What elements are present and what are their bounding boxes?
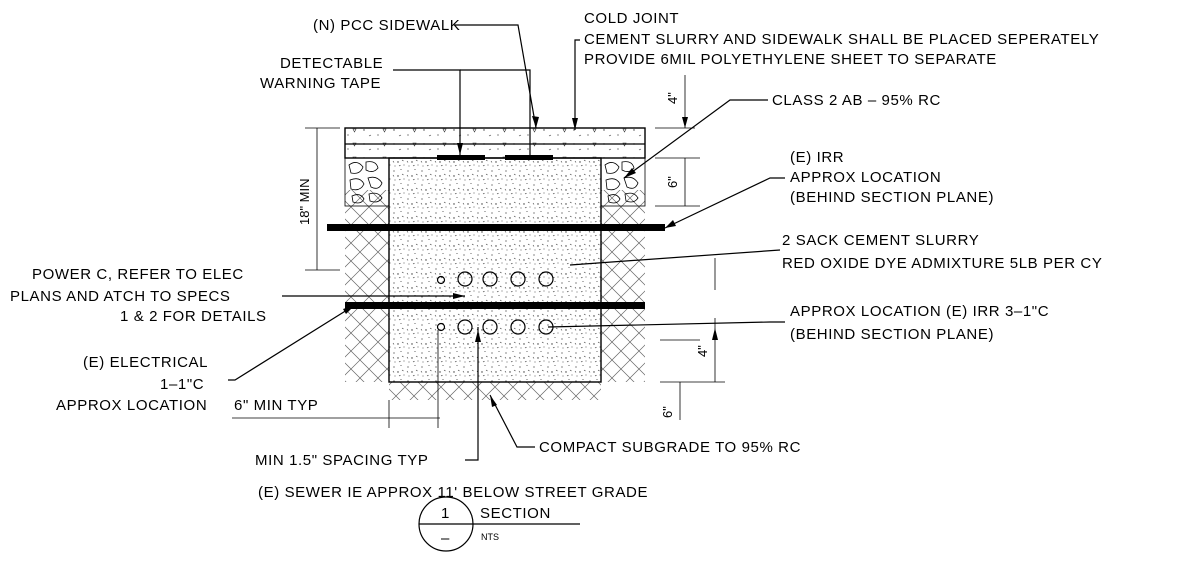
label-power: POWER C, REFER TO ELEC [32,266,244,283]
label-irr: (E) IRR [790,149,844,166]
label-warning-tape: DETECTABLE [280,55,383,72]
conduit-2 [482,271,498,287]
conduit-5 [457,319,473,335]
dimension-lines [232,75,725,428]
label-irr-line3: (BEHIND SECTION PLANE) [790,189,994,206]
section-title-block: 1 – SECTION NTS [418,496,580,552]
label-pcc-sidewalk: (N) PCC SIDEWALK [313,17,460,34]
label-compact: COMPACT SUBGRADE TO 95% RC [539,439,801,456]
conduit-small-upper [436,275,446,285]
label-spacing: MIN 1.5" SPACING TYP [255,452,428,469]
dimension-texts: 4" 6" 18" MIN 4" 6" [297,92,710,418]
dim-sidewalk-thk: 4" [665,92,680,104]
conduit-6 [482,319,498,335]
label-power-line3: 1 & 2 FOR DETAILS [120,308,267,325]
dim-ab-thk: 6" [665,176,680,188]
label-irr3: APPROX LOCATION (E) IRR 3–1"C [790,303,1049,320]
label-class2-ab: CLASS 2 AB – 95% RC [772,92,941,109]
label-power-line2: PLANS AND ATCH TO SPECS [10,288,231,305]
label-min-typ: 6" MIN TYP [234,397,318,414]
dim-cover-min: 18" MIN [297,178,312,225]
conduits-lower [436,319,554,335]
label-sewer: (E) SEWER IE APPROX 11' BELOW STREET GRA… [258,484,648,501]
label-electrical-line3: APPROX LOCATION [56,397,207,414]
label-cold-joint-line3: PROVIDE 6MIL POLYETHYLENE SHEET TO SEPAR… [584,51,997,68]
title-sheet: – [441,530,450,547]
conduit-1 [457,271,473,287]
conduits-upper [436,271,554,287]
warning-tape-right [505,155,553,160]
labels: (N) PCC SIDEWALK COLD JOINT CEMENT SLURR… [10,10,1102,501]
dim-bottom-cover: 6" [660,406,675,418]
label-slurry-line2: RED OXIDE DYE ADMIXTURE 5LB PER CY [782,255,1102,272]
label-irr3-line2: (BEHIND SECTION PLANE) [790,326,994,343]
label-electrical-line2: 1–1"C [160,376,204,393]
title-section: SECTION [480,505,551,522]
title-scale: NTS [481,532,499,542]
dim-duct-cover: 4" [695,345,710,357]
label-electrical: (E) ELECTRICAL [83,354,208,371]
label-slurry: 2 SACK CEMENT SLURRY [782,232,979,249]
title-number: 1 [441,505,450,522]
conduit-small-lower [436,322,446,332]
label-warning-tape-line2: WARNING TAPE [260,75,381,92]
existing-irr-pipe [327,224,665,231]
cement-slurry-trench [388,157,602,383]
separation-sheet [345,302,645,309]
label-irr-line2: APPROX LOCATION [790,169,941,186]
label-cold-joint-line2: CEMENT SLURRY AND SIDEWALK SHALL BE PLAC… [584,31,1099,48]
label-cold-joint: COLD JOINT [584,10,679,27]
warning-tape-left [437,155,485,160]
conduit-7 [510,319,526,335]
conduit-3 [510,271,526,287]
conduit-4 [538,271,554,287]
pcc-sidewalk [344,127,646,159]
leader-lines [228,24,785,461]
